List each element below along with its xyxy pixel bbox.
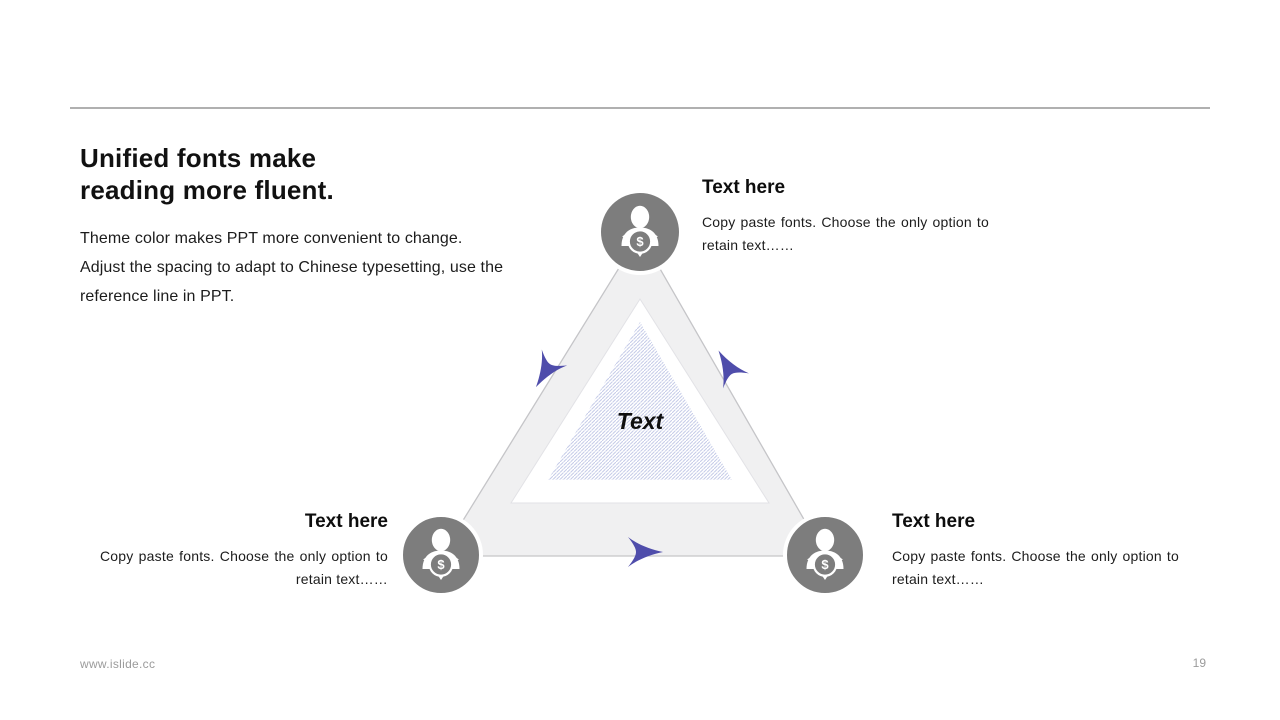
node-body-line: retain text…… bbox=[702, 236, 795, 253]
page-number: 19 bbox=[1192, 656, 1206, 670]
node-circle-top bbox=[597, 189, 683, 275]
page-title: Unified fonts make reading more fluent. bbox=[80, 142, 334, 206]
node-body-line: Copy paste fonts. Choose the only option… bbox=[100, 548, 388, 564]
triangle-hatched-center bbox=[548, 322, 732, 480]
arrow-right-edge-icon bbox=[718, 350, 749, 389]
intro-paragraph: Theme color makes PPT more convenient to… bbox=[80, 224, 503, 311]
node-text-top: Text here Copy paste fonts. Choose the o… bbox=[702, 176, 989, 256]
page-title-line-2: reading more fluent. bbox=[80, 175, 334, 205]
node-text-bottom-right: Text here Copy paste fonts. Choose the o… bbox=[892, 510, 1179, 590]
page-title-line-1: Unified fonts make bbox=[80, 143, 317, 173]
node-text-bottom-left: Text here Copy paste fonts. Choose the o… bbox=[100, 510, 388, 590]
node-body-line: retain text…… bbox=[295, 570, 388, 587]
arrow-left-edge-icon bbox=[535, 349, 568, 388]
intro-line-1: Theme color makes PPT more convenient to… bbox=[80, 230, 463, 247]
center-label: Text bbox=[617, 408, 665, 434]
website-text: www.islide.cc bbox=[80, 657, 156, 671]
arrow-bottom-edge-icon bbox=[628, 537, 663, 567]
node-body-line: Copy paste fonts. Choose the only option… bbox=[892, 548, 1179, 564]
node-heading: Text here bbox=[702, 177, 786, 198]
node-body-line: retain text…… bbox=[892, 570, 985, 587]
node-circle-bottom-right bbox=[783, 513, 867, 597]
node-heading: Text here bbox=[304, 511, 388, 532]
node-circle-bottom-left bbox=[399, 513, 483, 597]
intro-line-3: reference line in PPT. bbox=[80, 288, 235, 305]
top-divider bbox=[70, 107, 1210, 109]
triangle-inner-white bbox=[510, 298, 770, 504]
node-heading: Text here bbox=[892, 511, 976, 532]
node-body-line: Copy paste fonts. Choose the only option… bbox=[702, 214, 989, 230]
intro-line-2: Adjust the spacing to adapt to Chinese t… bbox=[80, 259, 504, 276]
